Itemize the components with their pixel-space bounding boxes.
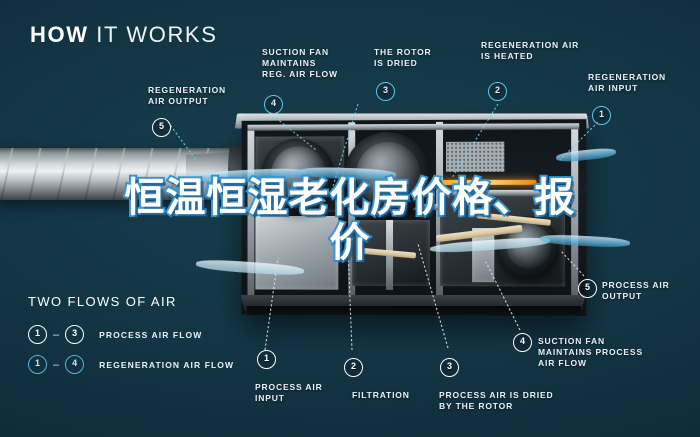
marker-5-process-output[interactable]: 5 (578, 279, 597, 298)
marker-5-regeneration-output[interactable]: 5 (152, 118, 171, 137)
title-bold: HOW (30, 22, 89, 47)
legend-marker-1-regeneration: 1 (28, 355, 47, 374)
legend-row-process: 1 – 3 PROCESS AIR FLOW (28, 325, 202, 344)
callout-regeneration-air-input: REGENERATION AIR INPUT (588, 72, 667, 94)
legend-marker-1-process: 1 (28, 325, 47, 344)
legend-label-regeneration: REGENERATION AIR FLOW (99, 359, 235, 370)
callout-suction-fan-reg: SUCTION FAN MAINTAINS REG. AIR FLOW (262, 47, 338, 80)
marker-3-rotor-dried[interactable]: 3 (376, 82, 395, 101)
marker-4-suction-fan-reg[interactable]: 4 (264, 95, 283, 114)
callout-suction-fan-process: SUCTION FAN MAINTAINS PROCESS AIR FLOW (538, 336, 643, 369)
callout-filtration: FILTRATION (352, 390, 410, 400)
page-title: HOW IT WORKS (30, 22, 217, 48)
overlay-line-1: 恒温恒湿老化房价格、报 (123, 174, 577, 223)
marker-1-process-input[interactable]: 1 (257, 350, 276, 369)
title-light: IT WORKS (96, 22, 218, 47)
callout-process-air-dried: PROCESS AIR IS DRIED BY THE ROTOR (439, 390, 554, 412)
legend-marker-4-regeneration: 4 (65, 355, 85, 374)
legend-dash: – (53, 328, 60, 341)
marker-2-filtration[interactable]: 2 (344, 358, 363, 377)
legend-dash: – (53, 358, 60, 371)
marker-1-regeneration-input[interactable]: 1 (592, 106, 611, 125)
callout-process-air-output: PROCESS AIR OUTPUT (602, 280, 670, 302)
callout-regeneration-air-output: REGENERATION AIR OUTPUT (148, 85, 227, 107)
legend-row-regeneration: 1 – 4 REGENERATION AIR FLOW (28, 355, 234, 374)
overlay-watermark-text: 恒温恒湿老化房价格、报 价 (0, 174, 700, 268)
cabinet-base (247, 306, 581, 315)
marker-3-process-dried[interactable]: 3 (440, 358, 459, 377)
legend-label-process: PROCESS AIR FLOW (99, 329, 203, 340)
marker-4-suction-fan-process[interactable]: 4 (513, 333, 532, 352)
legend-heading: TWO FLOWS OF AIR (28, 294, 177, 309)
callout-regeneration-air-heated: REGENERATION AIR IS HEATED (481, 40, 580, 62)
callout-process-air-input: PROCESS AIR INPUT (255, 382, 323, 404)
overlay-line-2: 价 (328, 219, 372, 268)
legend-marker-3-process: 3 (65, 325, 85, 344)
marker-2-air-heated[interactable]: 2 (488, 82, 507, 101)
callout-the-rotor-is-dried: THE ROTOR IS DRIED (374, 47, 432, 69)
